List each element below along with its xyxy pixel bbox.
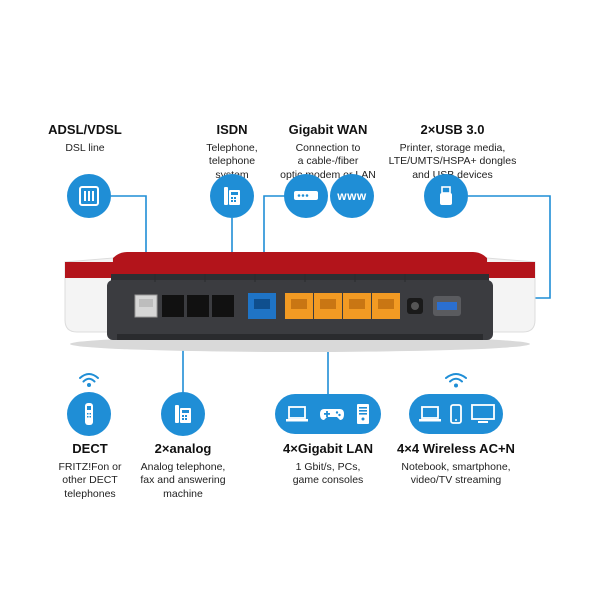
adsl-desc: DSL line (65, 142, 105, 155)
wireless-title: 4×4 Wireless AC+N (397, 441, 515, 456)
isdn-circle (210, 174, 254, 218)
gamepad-icon (320, 409, 344, 420)
wireless-devices-pill (409, 394, 503, 434)
lan-label: 4×Gigabit LAN 1 Gbit/s, PCs,game console… (273, 441, 383, 488)
smartphone-icon (450, 404, 462, 424)
dsl-socket-circle (67, 174, 111, 218)
modem-icon (294, 191, 318, 200)
dsl-socket-icon (79, 186, 99, 206)
wireless-desc: Notebook, smartphone,video/TV streaming (401, 461, 511, 487)
lan-desc: 1 Gbit/s, PCs,game consoles (292, 461, 364, 487)
monitor-icon (470, 404, 495, 423)
analog-phone-icon (175, 405, 191, 423)
usb-title: 2×USB 3.0 (420, 122, 485, 137)
wan-title: Gigabit WAN (288, 122, 368, 137)
isdn-label: ISDN Telephone,telephonesystem (187, 122, 277, 182)
www-icon: www (337, 189, 367, 203)
pc-tower-icon (357, 404, 369, 424)
dect-title: DECT (72, 441, 108, 456)
adsl-title: ADSL/VDSL (48, 122, 122, 137)
isdn-title: ISDN (216, 122, 248, 137)
analog-circle (161, 392, 205, 436)
wifi-icon (79, 373, 99, 387)
laptop-icon (418, 406, 441, 422)
usb-label: 2×USB 3.0 Printer, storage media,LTE/UMT… (380, 122, 525, 182)
wifi-icon (445, 373, 467, 388)
lan-devices-pill (275, 394, 381, 434)
analog-title: 2×analog (154, 441, 212, 456)
lan-title: 4×Gigabit LAN (283, 441, 373, 456)
modem-circle (284, 174, 328, 218)
www-circle: www (330, 174, 374, 218)
dect-phone-icon (85, 403, 93, 425)
usb-circle (424, 174, 468, 218)
laptop-icon (286, 406, 308, 422)
wireless-label: 4×4 Wireless AC+N Notebook, smartphone,v… (390, 441, 522, 488)
dect-circle (67, 392, 111, 436)
telephone-system-icon (224, 187, 240, 205)
usb-stick-icon (440, 186, 452, 205)
analog-label: 2×analog Analog telephone,fax and answer… (128, 441, 238, 501)
adsl-vdsl-label: ADSL/VDSL DSL line (40, 122, 130, 155)
router-device (64, 252, 536, 352)
